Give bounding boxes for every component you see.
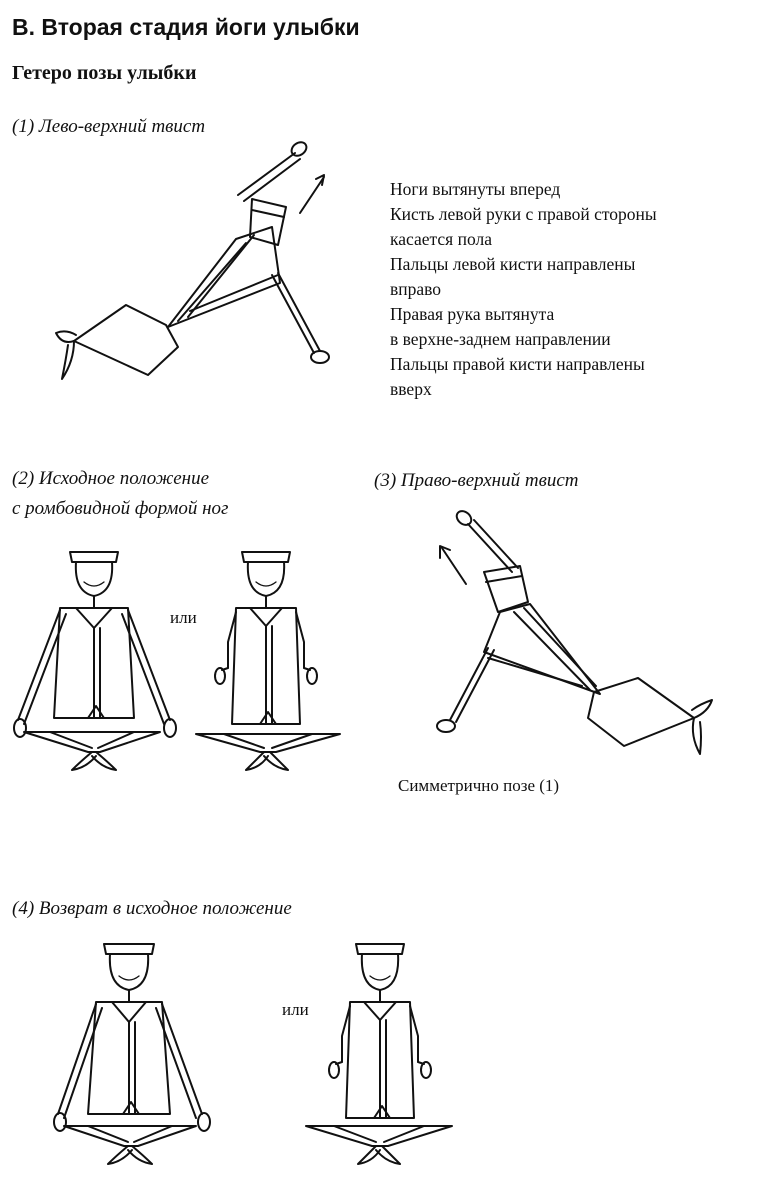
pose1-caption: (1) Лево-верхний твист: [12, 116, 206, 137]
pose3-note: Симметрично позе (1): [398, 776, 560, 795]
pose1-note: Правая рука вытянута: [390, 304, 555, 324]
pose2-caption-line2: с ромбовидной формой ног: [12, 498, 229, 519]
pose4-figure-wide: [53, 943, 211, 1165]
pose1-note: Кисть левой руки с правой стороны: [390, 204, 657, 224]
pose3-figure: [436, 510, 713, 755]
page-heading: B. Вторая стадия йоги улыбки: [12, 14, 360, 40]
pose4-caption: (4) Возврат в исходное положение: [12, 898, 292, 919]
pose1-note: в верхне-заднем направлении: [390, 329, 611, 349]
pose1-notes: Ноги вытянуты вперед Кисть левой руки с …: [390, 177, 657, 402]
pose3-caption: (3) Право-верхний твист: [374, 470, 579, 491]
pose1-figure: [55, 141, 330, 380]
page-subheading: Гетеро позы улыбки: [12, 62, 197, 84]
pose2-or-label: или: [170, 608, 197, 627]
pose2-figure-narrow: [195, 551, 341, 771]
pose1-note: Пальцы левой кисти направлены: [390, 254, 636, 274]
pose1-note: вправо: [390, 279, 442, 299]
pose2-caption-line1: (2) Исходное положение: [12, 468, 210, 489]
pose1-note: Пальцы правой кисти направлены: [390, 354, 645, 374]
pose1-note: касается пола: [390, 229, 492, 249]
pose4-or-label: или: [282, 1000, 309, 1019]
pose1-note: Ноги вытянуты вперед: [390, 179, 561, 199]
pose1-note: вверх: [390, 379, 432, 399]
pose2-figure-wide: [13, 551, 177, 771]
pose4-figure-narrow: [305, 943, 453, 1165]
